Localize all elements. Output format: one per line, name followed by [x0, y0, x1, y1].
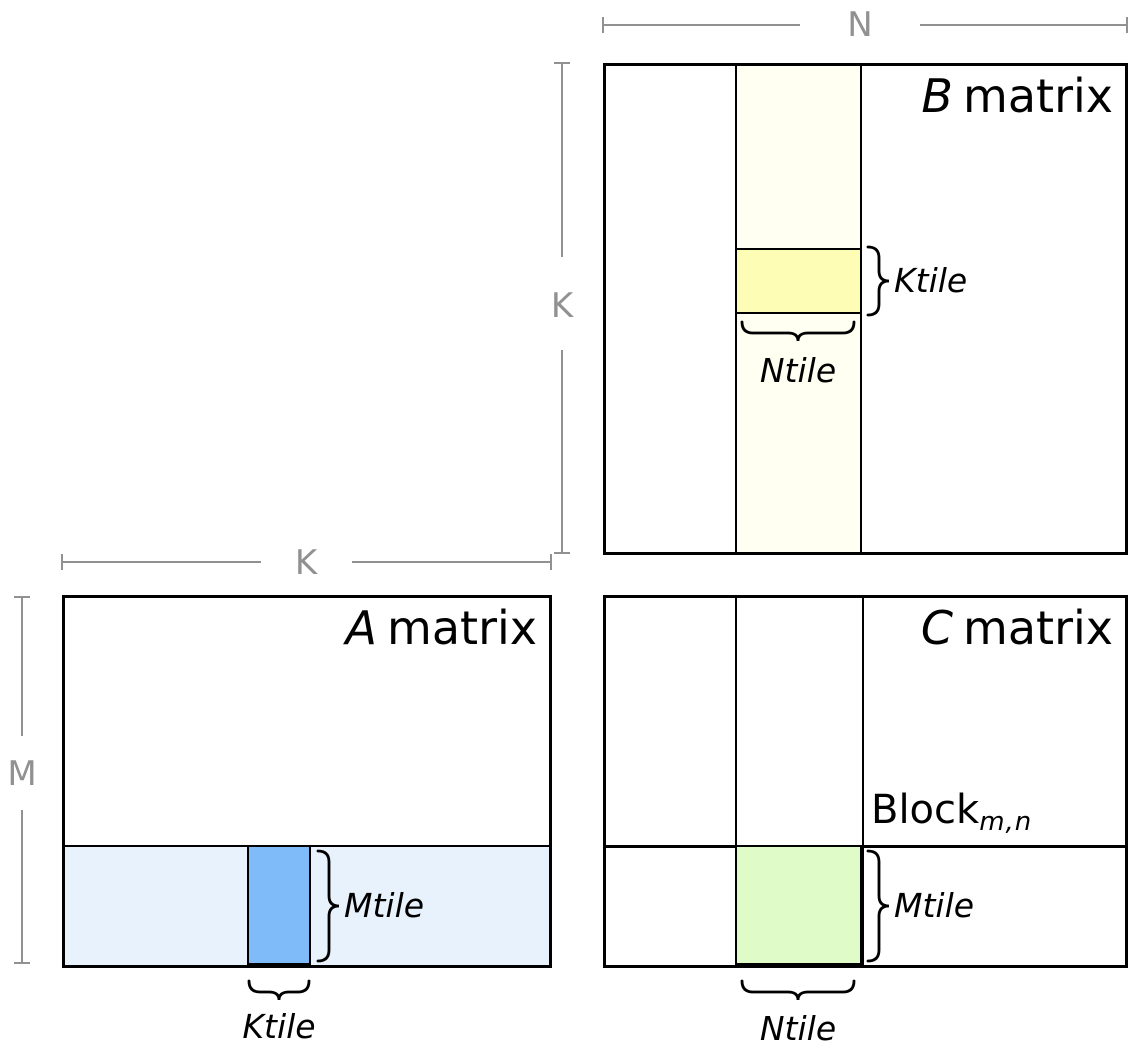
m-dim-bottom-tick [14, 962, 30, 964]
c-matrix-result-tile [735, 845, 862, 965]
a-mtile-brace [316, 849, 340, 963]
b-matrix-letter: B [921, 69, 953, 123]
n-dim-line-left [603, 24, 800, 26]
k-dim-a-right-tick [550, 554, 552, 570]
b-ntile-label: Ntile [759, 351, 837, 390]
b-ktile-brace [866, 245, 890, 317]
dim-label-k-b: K [550, 286, 574, 326]
c-matrix-letter: C [920, 601, 953, 655]
k-dim-a-line-right [352, 561, 551, 563]
a-matrix-letter: A [345, 601, 377, 655]
a-ktile-label: Ktile [242, 1007, 316, 1046]
c-ntile-brace [740, 979, 856, 1001]
dim-label-n: N [847, 5, 873, 45]
c-ntile-label: Ntile [759, 1009, 837, 1048]
c-matrix-block-label: Blockm,n [871, 786, 1033, 837]
b-ktile-label: Ktile [894, 261, 968, 300]
k-dim-b-line-bottom [561, 350, 563, 553]
b-matrix-ktile-tile [735, 248, 862, 314]
a-mtile-label: Mtile [344, 886, 425, 925]
a-matrix-ktile-tile [247, 845, 311, 965]
b-ntile-brace [740, 320, 856, 342]
b-matrix-word: matrix [963, 69, 1113, 123]
n-dim-right-tick [1126, 17, 1128, 33]
a-matrix-word: matrix [387, 601, 537, 655]
dim-label-m: M [7, 754, 37, 794]
a-ktile-brace [247, 979, 311, 1001]
n-dim-line-right [920, 24, 1126, 26]
dim-label-k-a: K [294, 543, 318, 583]
c-mtile-label: Mtile [894, 886, 975, 925]
c-matrix-gridline-left [735, 598, 737, 965]
block-label-subscript: m,n [979, 807, 1033, 837]
c-matrix-gridline-right [862, 598, 864, 965]
c-matrix-word: matrix [963, 601, 1113, 655]
block-label-base: Block [871, 787, 980, 833]
c-mtile-brace [866, 849, 890, 963]
m-dim-line-top [21, 597, 23, 736]
k-dim-b-line-top [561, 63, 563, 257]
m-dim-line-bottom [21, 810, 23, 963]
k-dim-b-bottom-tick [554, 552, 570, 554]
k-dim-a-line-left [62, 561, 261, 563]
c-matrix-row-divider [606, 845, 1125, 848]
